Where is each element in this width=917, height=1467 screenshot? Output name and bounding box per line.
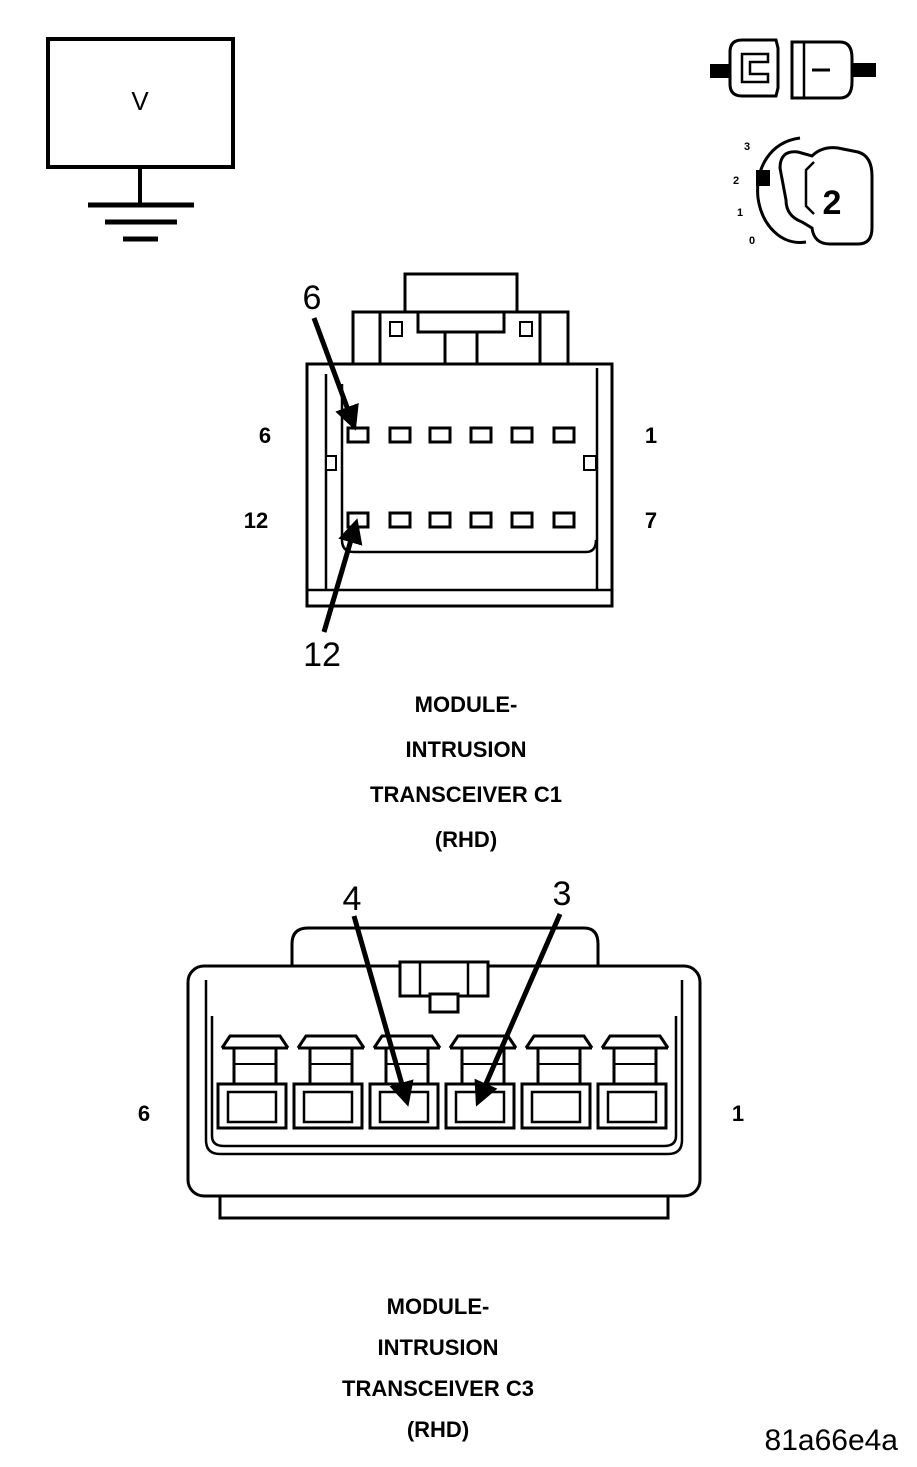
c3-terminal-6 <box>216 1034 290 1130</box>
c1-callout-upper: 6 <box>303 279 322 317</box>
disconnected-connector-icon <box>710 38 876 100</box>
c3-label-right: 1 <box>732 1101 744 1126</box>
c1-caption-line-4: (RHD) <box>435 827 497 852</box>
c3-caption: MODULE- INTRUSION TRANSCEIVER C3 (RHD) <box>342 1294 534 1442</box>
figure-id: 81a66e4a <box>765 1424 899 1457</box>
key-position-0: 0 <box>749 235 755 247</box>
c1-caption-line-2: INTRUSION <box>406 737 527 762</box>
c1-callout-lower: 12 <box>303 636 341 674</box>
voltmeter-icon: V <box>46 37 235 242</box>
c3-caption-line-4: (RHD) <box>407 1417 469 1442</box>
c3-caption-line-3: TRANSCEIVER C3 <box>342 1376 534 1401</box>
c3-label-left: 6 <box>138 1101 150 1126</box>
c1-caption: MODULE- INTRUSION TRANSCEIVER C1 (RHD) <box>370 692 562 852</box>
key-position-2: 2 <box>733 175 739 187</box>
c1-arrow-lower <box>321 518 363 633</box>
c3-callout-first: 4 <box>343 880 362 918</box>
c1-arrow-upper <box>311 317 359 431</box>
connector-c1: 6 1 12 7 6 12 <box>244 272 657 674</box>
c1-label-bottom-right: 7 <box>645 508 657 533</box>
c3-arrow-second <box>474 913 563 1107</box>
c1-pin-row-top <box>346 426 576 444</box>
connector-c3: 6 1 4 3 <box>138 875 744 1220</box>
c3-arrow-first <box>351 915 414 1107</box>
key-selected-position: 2 <box>823 184 842 222</box>
c3-caption-line-1: MODULE- <box>387 1294 490 1319</box>
ignition-key-icon: 3 2 1 0 2 <box>733 136 874 247</box>
c3-terminal-1 <box>596 1034 670 1130</box>
c3-caption-line-2: INTRUSION <box>378 1335 499 1360</box>
c3-terminal-5 <box>292 1034 366 1130</box>
c3-callout-second: 3 <box>553 875 572 913</box>
c1-label-bottom-left: 12 <box>244 508 268 533</box>
ground-symbol-icon <box>88 167 194 242</box>
c1-label-top-left: 6 <box>259 423 271 448</box>
c3-terminal-4 <box>368 1034 442 1130</box>
c1-caption-line-3: TRANSCEIVER C1 <box>370 782 562 807</box>
key-position-1: 1 <box>737 207 743 219</box>
c3-terminal-2 <box>520 1034 594 1130</box>
voltmeter-label: V <box>131 86 149 116</box>
c1-caption-line-1: MODULE- <box>415 692 518 717</box>
key-position-3: 3 <box>744 141 750 153</box>
c1-label-top-right: 1 <box>645 423 657 448</box>
